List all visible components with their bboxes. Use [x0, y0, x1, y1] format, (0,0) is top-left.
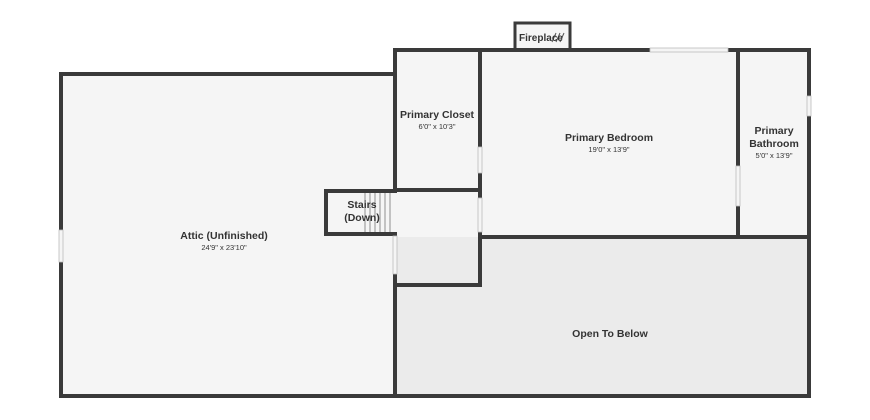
open-below-floor: [395, 237, 809, 396]
bedroom-dims: 19'0" x 13'9": [588, 145, 629, 154]
closet-name: Primary Closet: [400, 109, 475, 121]
bedroom-floor: [480, 50, 738, 237]
bathroom-dims: 5'0" x 13'9": [756, 151, 793, 160]
bedroom-name: Primary Bedroom: [565, 132, 653, 144]
closet-dims: 6'0" x 10'3": [419, 122, 456, 131]
closet-door-gap: [477, 146, 483, 174]
bathroom-name-line1: Primary: [754, 125, 793, 137]
stair-treads: [364, 193, 391, 232]
hall-door-gap: [477, 197, 483, 233]
attic-window: [58, 229, 64, 263]
open-below-name: Open To Below: [572, 328, 648, 340]
bathroom-floor: [738, 50, 809, 237]
fireplace-name: Fireplace: [519, 33, 563, 44]
closet-floor: [395, 50, 480, 190]
bathroom-window: [806, 95, 812, 117]
bathroom-name-line2: Bathroom: [749, 138, 799, 150]
openings: [58, 47, 812, 275]
bedroom-window: [649, 47, 729, 53]
attic-name: Attic (Unfinished): [180, 230, 268, 242]
stairs-name-line2: (Down): [344, 212, 380, 224]
stairs-name-line1: Stairs: [347, 199, 376, 211]
fireplace-hatch: [551, 32, 565, 43]
attic-dims: 24'9" x 23'10": [201, 243, 247, 252]
bathroom-door-gap: [735, 165, 741, 207]
fireplace-box: [513, 21, 572, 52]
attic-door-gap: [392, 235, 398, 275]
